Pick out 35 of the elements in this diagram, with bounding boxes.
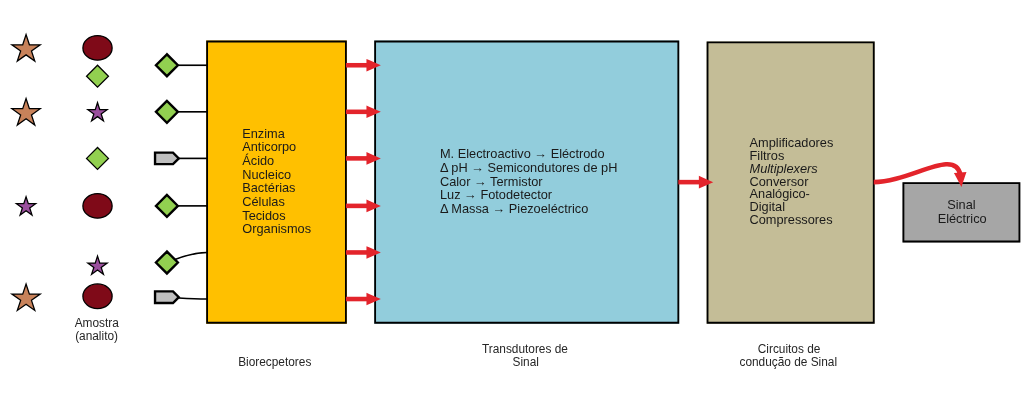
node-chevron (153, 289, 181, 304)
node-star (85, 100, 110, 123)
arrow (345, 151, 381, 165)
arrow (345, 292, 381, 305)
node-label: Biorecpetores (238, 354, 312, 369)
arrow (873, 161, 967, 187)
node-diamond (154, 192, 180, 218)
node-diamond (154, 52, 180, 78)
connector (177, 204, 208, 207)
node-label: Circuitos de condução de Sinal (739, 341, 838, 369)
connector (178, 157, 208, 159)
node-label: Transdutores de Sinal (481, 341, 568, 369)
node-circle (82, 282, 113, 309)
arrow (345, 58, 381, 72)
arrow (345, 199, 381, 212)
connector (178, 296, 208, 300)
connector (174, 251, 208, 260)
arrow (678, 175, 714, 188)
node-star (9, 96, 43, 127)
node-star (85, 253, 110, 276)
connector (177, 110, 208, 113)
node-star (14, 194, 38, 217)
node-star (9, 281, 43, 312)
node-chevron (153, 150, 181, 165)
node-circle (82, 34, 113, 61)
node-circle (82, 192, 113, 219)
node-diamond (154, 98, 180, 124)
label: Amostra (analito) (74, 315, 119, 343)
node-diamond (85, 146, 110, 170)
node-star (9, 32, 43, 63)
node-diamond (154, 249, 180, 275)
arrow (345, 105, 381, 118)
connector (177, 63, 208, 66)
node-diamond (85, 63, 110, 88)
arrow (345, 245, 381, 259)
